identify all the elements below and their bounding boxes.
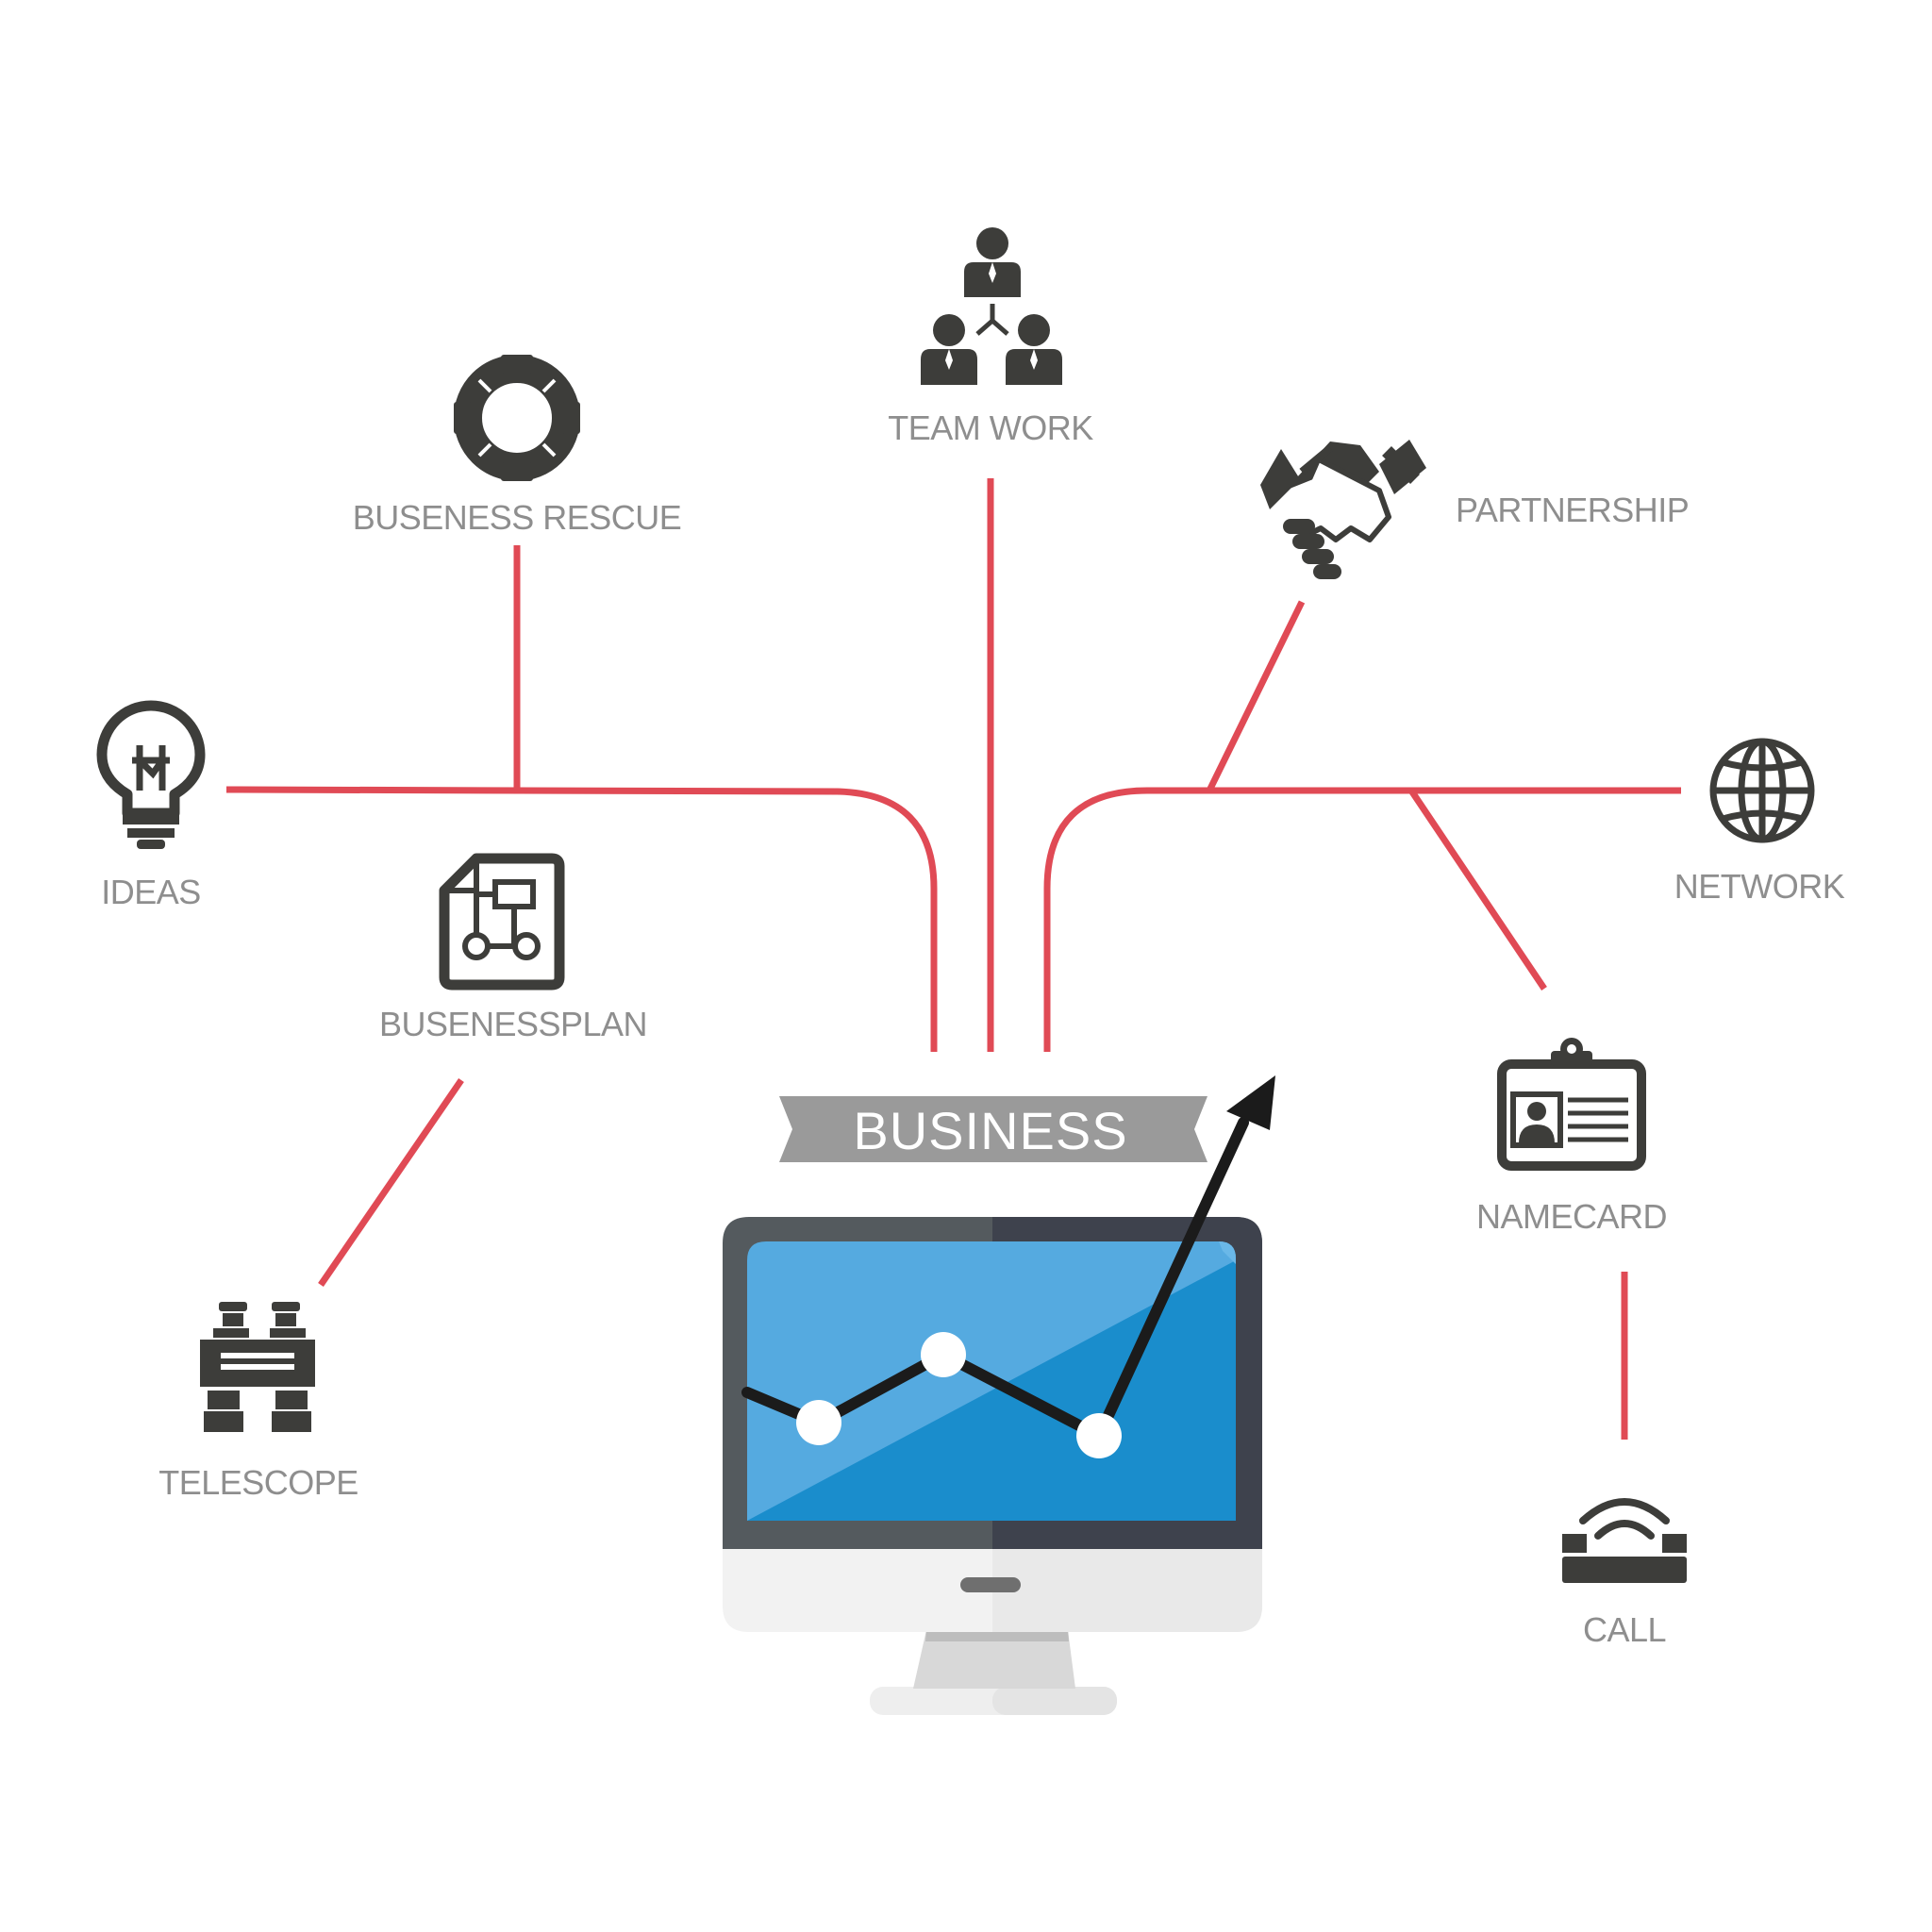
business-plan-label: BUSENESSPLAN: [379, 1005, 647, 1043]
business-rescue-label: BUSENESS RESCUE: [353, 498, 682, 537]
team-hierarchy-icon: [921, 227, 1062, 385]
team-work-label: TEAM WORK: [888, 408, 1093, 447]
telescope-label: TELESCOPE: [158, 1463, 358, 1502]
partnership-label: PARTNERSHIP: [1456, 491, 1689, 529]
ideas-label: IDEAS: [101, 873, 201, 911]
lightbulb-icon: [96, 700, 206, 849]
chart-point: [921, 1332, 966, 1377]
lifebuoy-icon: [454, 355, 580, 481]
network-label: NETWORK: [1674, 867, 1845, 906]
connector-telescope: [318, 1078, 464, 1287]
connector-partnership: [1206, 600, 1306, 792]
business-ribbon: BUSINESS: [779, 1096, 1208, 1162]
call-label: CALL: [1583, 1610, 1666, 1649]
chart-arrow-head: [1226, 1075, 1275, 1130]
connector-left-trunk: [225, 786, 938, 1052]
connector-namecard: [1408, 789, 1547, 991]
monitor-stand: [913, 1630, 1075, 1689]
id-badge-icon: [1497, 1038, 1646, 1171]
chart-point: [796, 1400, 841, 1445]
globe-icon: [1709, 738, 1815, 843]
handshake-icon: [1260, 440, 1426, 579]
monitor-illustration: [723, 1217, 1262, 1715]
binoculars-icon: [200, 1302, 315, 1432]
chart-point: [1076, 1413, 1122, 1458]
connector-right-trunk: [1043, 787, 1681, 1052]
growth-chart: [741, 1075, 1275, 1458]
connector-lines: [225, 478, 1681, 1440]
namecard-label: NAMECARD: [1476, 1197, 1667, 1236]
telephone-icon: [1562, 1498, 1687, 1583]
monitor-logo-slot: [960, 1577, 1021, 1592]
business-title: BUSINESS: [853, 1101, 1127, 1160]
flowchart-document-icon: [439, 853, 565, 991]
